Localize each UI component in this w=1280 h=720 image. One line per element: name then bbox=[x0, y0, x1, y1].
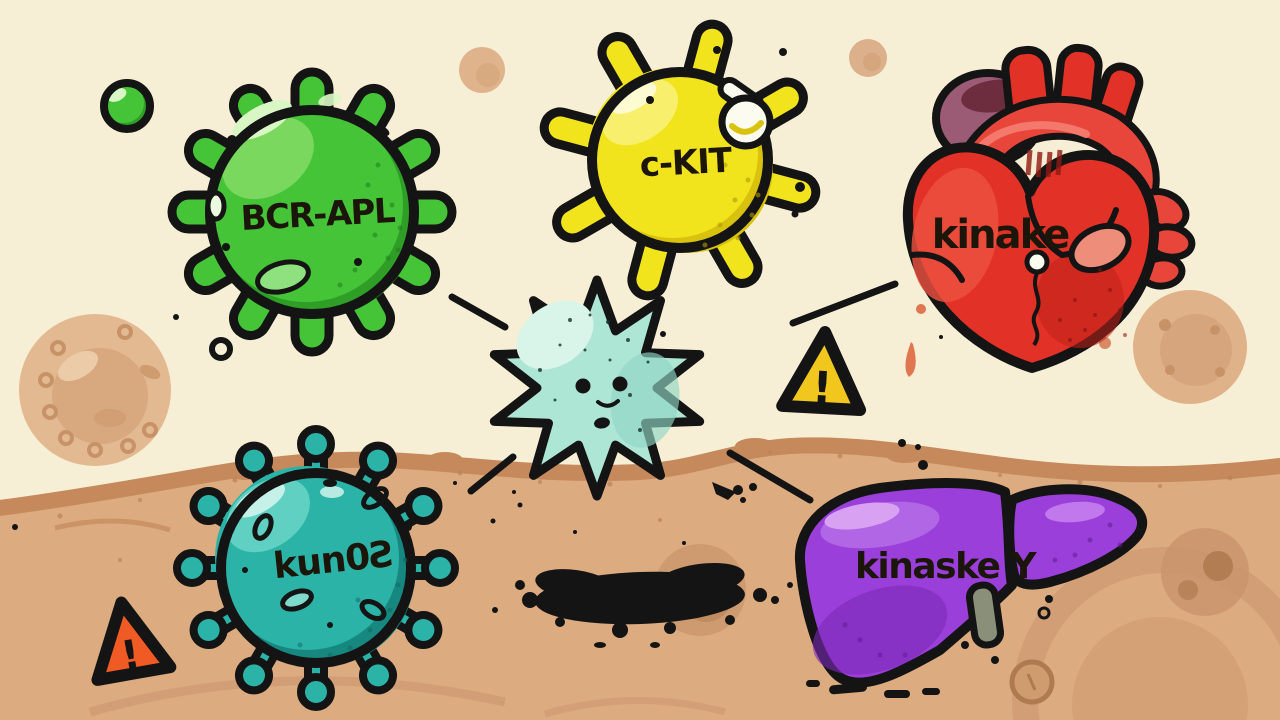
yellow-cell-details bbox=[646, 46, 805, 248]
heart-stipple bbox=[1058, 268, 1127, 342]
liver-stipple bbox=[842, 522, 1123, 658]
heart-pin-detail bbox=[1024, 249, 1050, 347]
left-eye bbox=[575, 378, 591, 394]
tan-cell-right bbox=[1133, 290, 1247, 404]
right-eye bbox=[612, 376, 628, 392]
small-tan-cell-top-left bbox=[459, 47, 505, 93]
teal-virus-body bbox=[215, 466, 416, 668]
small-tan-cell-top-right bbox=[849, 39, 887, 77]
heart-drips bbox=[905, 304, 943, 377]
bcr-apl-label: BCR-APL bbox=[240, 191, 396, 239]
star-speck bbox=[660, 331, 666, 337]
star-shade bbox=[610, 352, 680, 448]
node-kinake-heart: kinake bbox=[902, 43, 1196, 377]
c-kit-label: c-KIT bbox=[639, 141, 734, 186]
node-c-kit-cell: c-KIT bbox=[539, 19, 821, 301]
node-bcr-apl-virus: BCR-APL bbox=[100, 67, 457, 361]
kinake-label: kinake bbox=[932, 212, 1069, 258]
warning-triangle-yellow-shape bbox=[776, 326, 867, 416]
ground-ring-speck bbox=[1037, 606, 1051, 620]
node-kun0s-virus: kun0Ƨ bbox=[173, 425, 459, 711]
warning-triangle-orange: ! bbox=[91, 596, 177, 686]
tissue-band bbox=[0, 437, 1280, 516]
liver-shading bbox=[812, 501, 1105, 675]
magnifier-detail bbox=[717, 76, 774, 150]
smile bbox=[596, 399, 620, 408]
warning-triangle-orange-shape bbox=[91, 596, 177, 686]
large-tan-cell bbox=[19, 314, 171, 466]
connector-line-teal bbox=[467, 453, 517, 495]
green-virus-details bbox=[205, 126, 403, 295]
liver-gallbladder bbox=[966, 581, 1004, 649]
star-highlight bbox=[516, 300, 594, 370]
background-cells bbox=[19, 39, 1247, 466]
green-satellite-cell bbox=[100, 79, 154, 133]
heart-appendage bbox=[1068, 222, 1132, 274]
star-face bbox=[575, 376, 628, 429]
liver-splatter bbox=[712, 439, 999, 698]
warning-yellow-exclamation: ! bbox=[811, 362, 834, 414]
connector-line-heart bbox=[789, 280, 899, 327]
star-stipple bbox=[538, 313, 650, 432]
ring-speck bbox=[209, 337, 233, 361]
node-kinaske-y-liver: kinaske Y bbox=[712, 439, 1148, 698]
mouth bbox=[594, 417, 610, 429]
liver-right-lobe bbox=[1004, 484, 1148, 590]
warning-triangle-yellow: ! bbox=[776, 326, 867, 416]
teal-virus-details bbox=[242, 479, 412, 658]
connector-line-liver bbox=[726, 449, 814, 504]
ink-splat bbox=[492, 562, 793, 648]
dot-speck bbox=[173, 314, 179, 320]
connector-lines bbox=[448, 280, 899, 504]
heart-aorta-arch bbox=[950, 95, 1160, 214]
center-star-cell bbox=[489, 275, 705, 501]
kinaske-y-label: kinaske Y bbox=[855, 546, 1038, 587]
connector-line-green bbox=[448, 293, 509, 331]
heart-shading bbox=[911, 149, 1124, 348]
